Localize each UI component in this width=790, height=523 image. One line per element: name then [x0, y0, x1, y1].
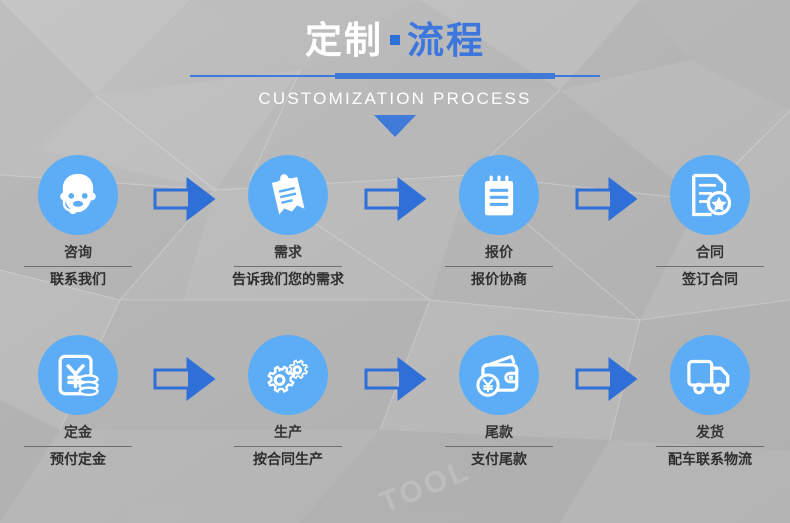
step-label-main: 生产	[274, 425, 302, 441]
step-label-sub: 预付定金	[50, 451, 106, 468]
next-step-arrow-icon	[152, 177, 216, 221]
next-step-arrow-icon	[574, 357, 638, 401]
step-label-sub: 报价协商	[471, 271, 527, 288]
step-contract[interactable]: 合同 签订合同	[635, 155, 785, 289]
next-step-arrow-icon	[152, 357, 216, 401]
page-title-blue: 流程	[407, 19, 485, 62]
clipboard-document-icon	[248, 155, 328, 235]
step-label-sub: 告诉我们您的需求	[232, 271, 344, 288]
step-production[interactable]: 生产 按合同生产	[213, 335, 363, 469]
next-step-arrow-icon	[363, 177, 427, 221]
step-label-sub: 按合同生产	[253, 451, 323, 468]
step-label-divider	[656, 445, 764, 447]
step-label-main: 需求	[274, 245, 302, 261]
step-label-divider	[445, 445, 553, 447]
delivery-truck-icon	[670, 335, 750, 415]
step-label-main: 报价	[485, 245, 513, 261]
step-label-sub: 配车联系物流	[668, 451, 752, 468]
step-label-sub: 支付尾款	[471, 451, 527, 468]
process-row-2: 定金 预付定金	[0, 335, 790, 515]
step-label-divider	[234, 265, 342, 267]
step-label-main: 合同	[696, 245, 724, 261]
step-deposit[interactable]: 定金 预付定金	[3, 335, 153, 469]
next-step-arrow-icon	[574, 177, 638, 221]
wallet-yuan-icon	[459, 335, 539, 415]
step-label-sub: 签订合同	[682, 271, 738, 288]
step-label-divider	[24, 445, 132, 447]
yuan-deposit-coins-icon	[38, 335, 118, 415]
page-header: 定制流程 CUSTOMIZATION PROCESS	[0, 0, 790, 137]
step-quotation[interactable]: 报价 报价协商	[424, 155, 574, 289]
blue-square-separator-icon	[390, 35, 400, 45]
gears-production-icon	[248, 335, 328, 415]
step-label-main: 咨询	[64, 245, 92, 261]
step-final-payment[interactable]: 尾款 支付尾款	[424, 335, 574, 469]
title-rule	[190, 72, 600, 80]
step-label-main: 发货	[696, 425, 724, 441]
process-steps: 咨询 联系我们	[0, 155, 790, 515]
step-label-divider	[445, 265, 553, 267]
step-label-main: 尾款	[485, 425, 513, 441]
next-step-arrow-icon	[363, 357, 427, 401]
notepad-icon	[459, 155, 539, 235]
step-label-divider	[234, 445, 342, 447]
step-requirements[interactable]: 需求 告诉我们您的需求	[213, 155, 363, 289]
page-title: 定制流程	[0, 22, 790, 59]
contract-star-seal-icon	[670, 155, 750, 235]
step-consultation[interactable]: 咨询 联系我们	[3, 155, 153, 289]
triangle-down-icon	[374, 115, 416, 137]
title-rule-thick	[335, 73, 555, 79]
step-label-sub: 联系我们	[50, 271, 106, 288]
page-title-white: 定制	[305, 19, 383, 62]
step-shipping[interactable]: 发货 配车联系物流	[635, 335, 785, 469]
step-label-divider	[24, 265, 132, 267]
process-row-1: 咨询 联系我们	[0, 155, 790, 335]
step-label-main: 定金	[64, 425, 92, 441]
page-subtitle: CUSTOMIZATION PROCESS	[258, 89, 532, 108]
customer-service-headset-icon	[38, 155, 118, 235]
step-label-divider	[656, 265, 764, 267]
